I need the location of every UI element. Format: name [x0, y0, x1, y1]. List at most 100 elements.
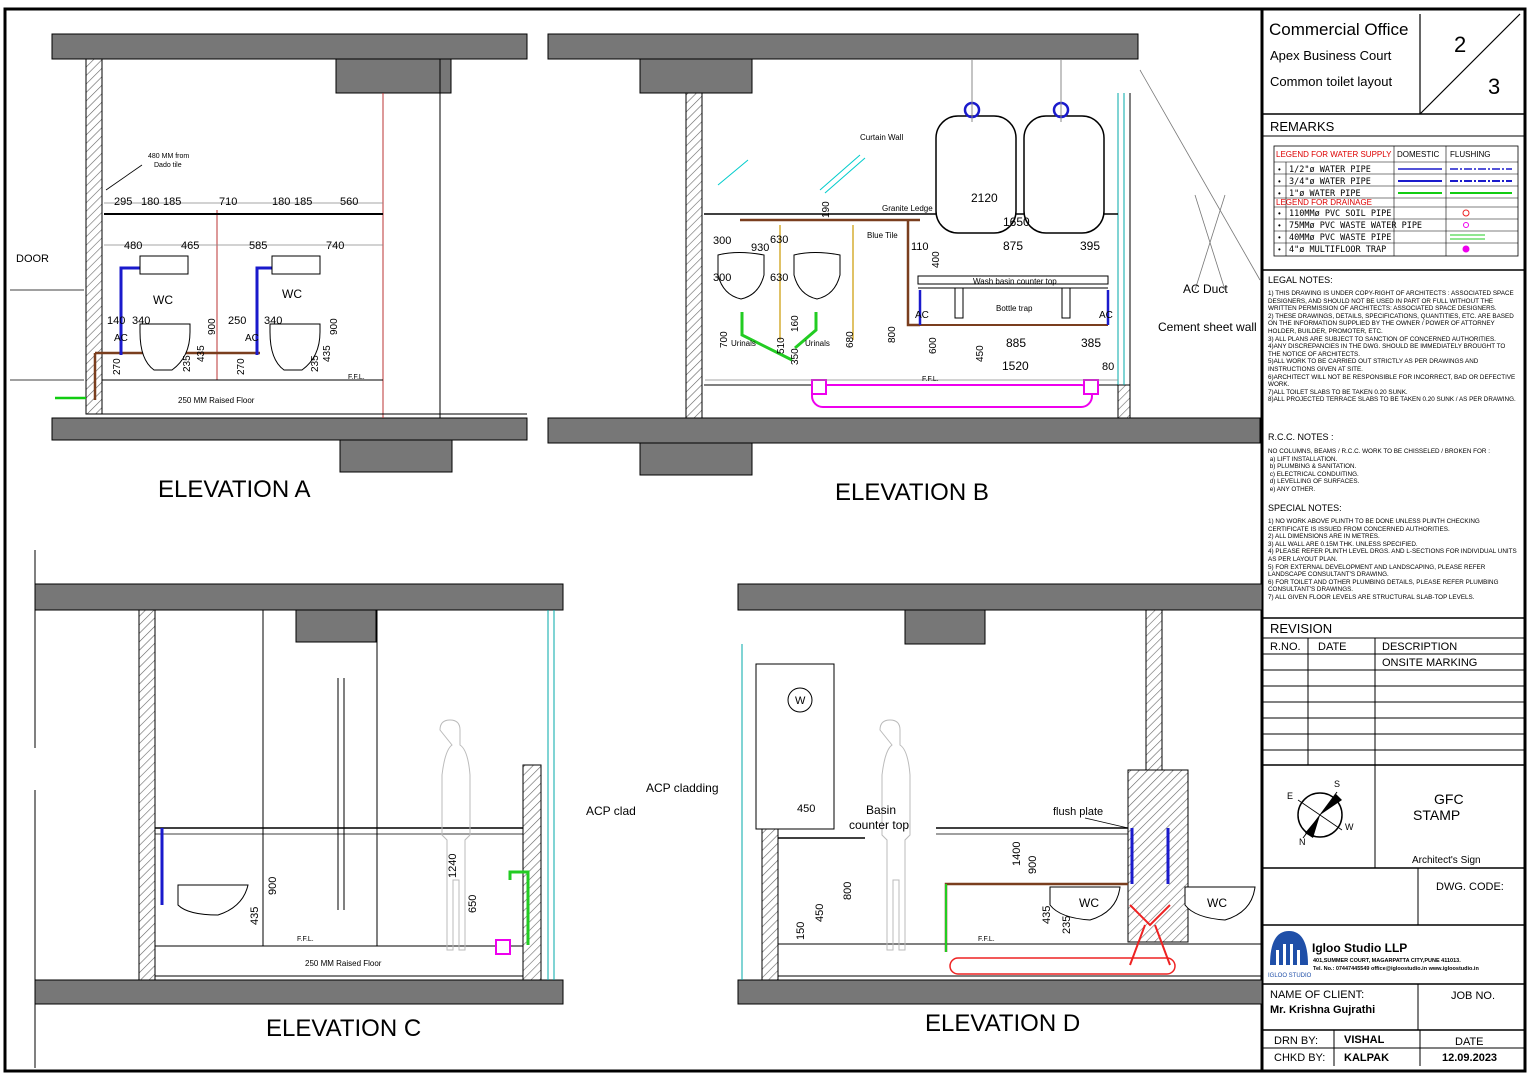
blue-tile-label: Blue Tile — [867, 231, 898, 240]
urinals-label-2: Urinals — [805, 339, 830, 348]
ffl-label-b: F.F.L. — [922, 376, 939, 383]
elevation-c — [34, 550, 564, 1068]
job-no-label: JOB NO. — [1451, 990, 1495, 1002]
firm-contact: Tel. No.: 07447445549 office@igloostudio… — [1313, 966, 1479, 972]
special-notes-heading: SPECIAL NOTES: — [1268, 503, 1342, 513]
dim-a-misc-6: 435 — [196, 345, 207, 362]
site-name: Apex Business Court — [1270, 48, 1392, 63]
dim-d-1: 800 — [842, 882, 854, 900]
dim-b-18: 600 — [928, 337, 939, 354]
dim-b-11: 630 — [770, 272, 788, 284]
dim-b-2: 875 — [1003, 239, 1023, 253]
stamp-label: STAMP — [1413, 807, 1460, 823]
ac-label-b2: AC — [1099, 310, 1113, 321]
legend-drain-row-0: 110MMø PVC SOIL PIPE — [1289, 209, 1391, 219]
dado-note-line2: Dado tile — [154, 162, 182, 169]
dim-d-0: 450 — [797, 803, 815, 815]
date-label: DATE — [1455, 1036, 1484, 1048]
dim-b-3: 395 — [1080, 239, 1100, 253]
dim-a-misc-1: 340 — [132, 315, 150, 327]
svg-text:•: • — [1278, 189, 1281, 198]
igloo-studio-logo-icon — [1270, 931, 1308, 965]
dim-b-8: 110 — [911, 241, 929, 253]
dim-a-misc-0: 140 — [107, 315, 125, 327]
dim-d-3: 150 — [795, 922, 807, 940]
dim-c-2: 1240 — [447, 854, 459, 878]
sheet-number: 2 — [1454, 32, 1466, 57]
acp-clad-label: ACP clad — [586, 804, 636, 818]
legend-water-row-2: 1"ø WATER PIPE — [1289, 189, 1361, 199]
dim-a-top-5: 185 — [294, 196, 312, 208]
dim-c-3: 650 — [467, 895, 479, 913]
dim-b-16: 680 — [845, 331, 856, 348]
dim-b-21: 385 — [1081, 336, 1101, 350]
ac-label-b1: AC — [915, 310, 929, 321]
legal-notes-text: 1) THIS DRAWING IS UNDER COPY-RIGHT OF A… — [1268, 290, 1516, 404]
svg-text:•: • — [1278, 245, 1281, 254]
dim-b-20: 885 — [1006, 336, 1026, 350]
dim-d-4: 1400 — [1011, 842, 1023, 866]
raised-floor-label-c: 250 MM Raised Floor — [305, 959, 382, 968]
dim-b-0: 2120 — [971, 191, 998, 205]
ffl-label-d: F.F.L. — [978, 936, 995, 943]
dim-b-10: 300 — [713, 272, 731, 284]
legend-drain-row-2: 40MMø PVC WASTE PIPE — [1289, 233, 1391, 243]
sheet-border — [3, 7, 1527, 1073]
dim-a-top-1: 180 — [141, 196, 159, 208]
dim-b-9: 400 — [931, 251, 942, 268]
drainage-legend-heading: LEGEND FOR DRAINAGE — [1276, 198, 1372, 207]
dim-b-12: 700 — [719, 331, 730, 348]
elevation-a — [10, 33, 528, 473]
dim-b-14: 160 — [790, 315, 801, 332]
rcc-notes-heading: R.C.C. NOTES : — [1268, 432, 1334, 442]
title-block-grid — [1262, 13, 1525, 1066]
date-value: 12.09.2023 — [1442, 1052, 1497, 1064]
dim-d-7: 235 — [1061, 916, 1073, 934]
compass-s: S — [1334, 779, 1340, 789]
dim-b-7: 190 — [821, 201, 832, 218]
raised-floor-label: 250 MM Raised Floor — [178, 396, 255, 405]
legend-drain-row-3: 4"ø MULTIFLOOR TRAP — [1289, 245, 1386, 255]
acp-cladding-label: ACP cladding — [646, 781, 719, 795]
compass-e: E — [1287, 791, 1293, 801]
revision-col-rno: R.NO. — [1270, 641, 1301, 653]
revision-col-date: DATE — [1318, 641, 1347, 653]
dim-b-17: 800 — [887, 326, 898, 343]
compass-n: N — [1299, 837, 1306, 847]
dim-b-22: 1520 — [1002, 359, 1029, 373]
rcc-notes-text: NO COLUMNS, BEAMS / R.C.C. WORK TO BE CH… — [1268, 448, 1490, 493]
firm-address: 401,SUMMER COURT, MAGARPATTA CITY,PUNE 4… — [1313, 958, 1461, 964]
dim-b-19: 450 — [975, 345, 986, 362]
dim-a-misc-11: 900 — [329, 318, 340, 335]
dim-a-second-0: 480 — [124, 240, 142, 252]
cement-sheet-label: Cement sheet wall — [1158, 320, 1257, 334]
dim-a-top-0: 295 — [114, 196, 132, 208]
dwg-code-label: DWG. CODE: — [1436, 881, 1504, 893]
basin-label-2: counter top — [849, 818, 909, 832]
drn-by-name: VISHAL — [1344, 1034, 1385, 1046]
water-legend-heading: LEGEND FOR WATER SUPPLY — [1276, 150, 1392, 159]
client-label: NAME OF CLIENT: — [1270, 989, 1364, 1001]
dim-a-top-6: 560 — [340, 196, 358, 208]
revision-row1-desc: ONSITE MARKING — [1382, 657, 1477, 669]
dim-a-misc-3: 340 — [264, 315, 282, 327]
elevation-d — [737, 583, 1263, 1005]
dim-b-6: 630 — [770, 234, 788, 246]
architect-sign-label: Architect's Sign — [1412, 855, 1481, 866]
firm-logo-text: IGLOO STUDIO — [1268, 973, 1312, 979]
basin-label-1: Basin — [866, 803, 896, 817]
ffl-label-a: F.F.L. — [348, 374, 365, 381]
gfc-label: GFC — [1434, 791, 1464, 807]
ac-label-a1: AC — [114, 333, 128, 344]
svg-text:•: • — [1278, 209, 1281, 218]
dim-b-23: 80 — [1102, 361, 1114, 373]
elevation-d-title: ELEVATION D — [925, 1010, 1080, 1037]
dim-a-second-2: 585 — [249, 240, 267, 252]
dim-d-6: 435 — [1041, 906, 1053, 924]
door-label: DOOR — [16, 253, 49, 265]
dim-a-misc-7: 900 — [207, 318, 218, 335]
domestic-col: DOMESTIC — [1397, 150, 1439, 159]
dim-b-15: 350 — [790, 348, 801, 365]
legend-water-row-0: 1/2"ø WATER PIPE — [1289, 165, 1371, 175]
